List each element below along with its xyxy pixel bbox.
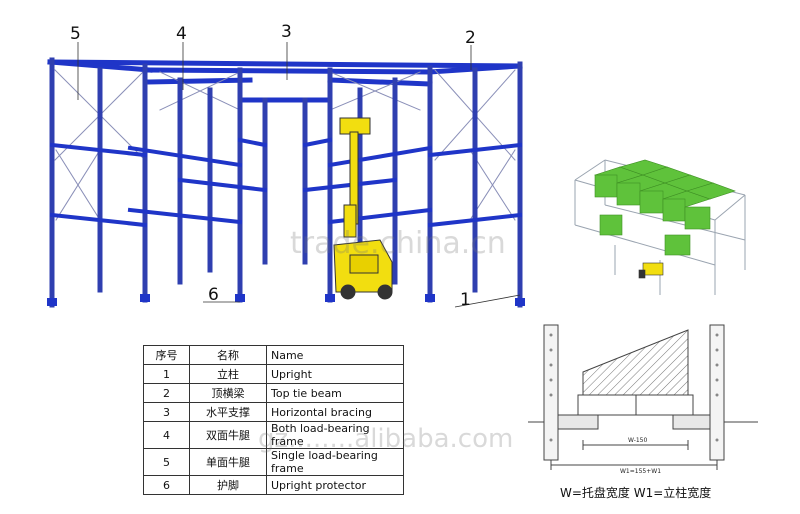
table-row: 3 水平支撑 Horizontal bracing: [143, 402, 404, 422]
outer-dimension-label: W1=155+W1: [620, 468, 661, 475]
top-tie-beam-front: [47, 59, 523, 69]
dimension-legend: W=托盘宽度 W1=立柱宽度: [560, 486, 712, 500]
row-cn: 护脚: [189, 475, 267, 495]
callout-3: 3: [281, 22, 292, 42]
mini-forklift: [638, 262, 664, 279]
hatched-load: [582, 329, 689, 396]
parts-table: 序号 名称 Name 1 立柱 Upright 2 顶横梁 Top tie be…: [143, 345, 404, 495]
top-tie-beam-back: [147, 67, 433, 75]
row-no: 5: [143, 448, 190, 476]
callout-1: 1: [460, 290, 471, 310]
row-cn: 双面牛腿: [189, 421, 267, 449]
row-cn: 顶横梁: [189, 383, 267, 403]
table-header-row: 序号 名称 Name: [143, 345, 404, 365]
table-row: 5 单面牛腿 Single load-bearing frame: [143, 448, 404, 476]
watermark-top: trade.china.cn: [290, 226, 506, 261]
row-no: 2: [143, 383, 190, 403]
row-cn: 单面牛腿: [189, 448, 267, 476]
row-cn: 水平支撑: [189, 402, 267, 422]
forklift: [333, 117, 393, 300]
cross-section-drawing: W-150 W1=155+W1: [528, 324, 758, 475]
upright-protector: [47, 298, 57, 306]
row-no: 3: [143, 402, 190, 422]
rack-frame: [47, 57, 525, 308]
row-en: Upright protector: [266, 475, 404, 495]
row-no: 6: [143, 475, 190, 495]
callout-5: 5: [70, 24, 81, 44]
row-en: Horizontal bracing: [266, 402, 404, 422]
callout-2: 2: [465, 28, 476, 48]
table-row: 6 护脚 Upright protector: [143, 475, 404, 495]
table-row: 4 双面牛腿 Both load-bearing frame: [143, 421, 404, 449]
col-header-no: 序号: [143, 345, 190, 365]
inner-dimension-label: W-150: [628, 437, 647, 444]
pallet-rack-isometric: [574, 159, 746, 295]
table-row: 1 立柱 Upright: [143, 364, 404, 384]
col-header-en: Name: [266, 345, 404, 365]
col-header-cn: 名称: [189, 345, 267, 365]
row-en: Top tie beam: [266, 383, 404, 403]
row-cn: 立柱: [189, 364, 267, 384]
row-no: 1: [143, 364, 190, 384]
callout-4: 4: [176, 24, 187, 44]
row-en: Single load-bearing frame: [266, 448, 404, 476]
drive-in-rack-drawing: [47, 42, 525, 308]
callout-6: 6: [208, 285, 219, 305]
row-en: Upright: [266, 364, 404, 384]
watermark-bottom: gz........alibaba.com: [258, 424, 514, 454]
row-no: 4: [143, 421, 190, 449]
table-row: 2 顶横梁 Top tie beam: [143, 383, 404, 403]
